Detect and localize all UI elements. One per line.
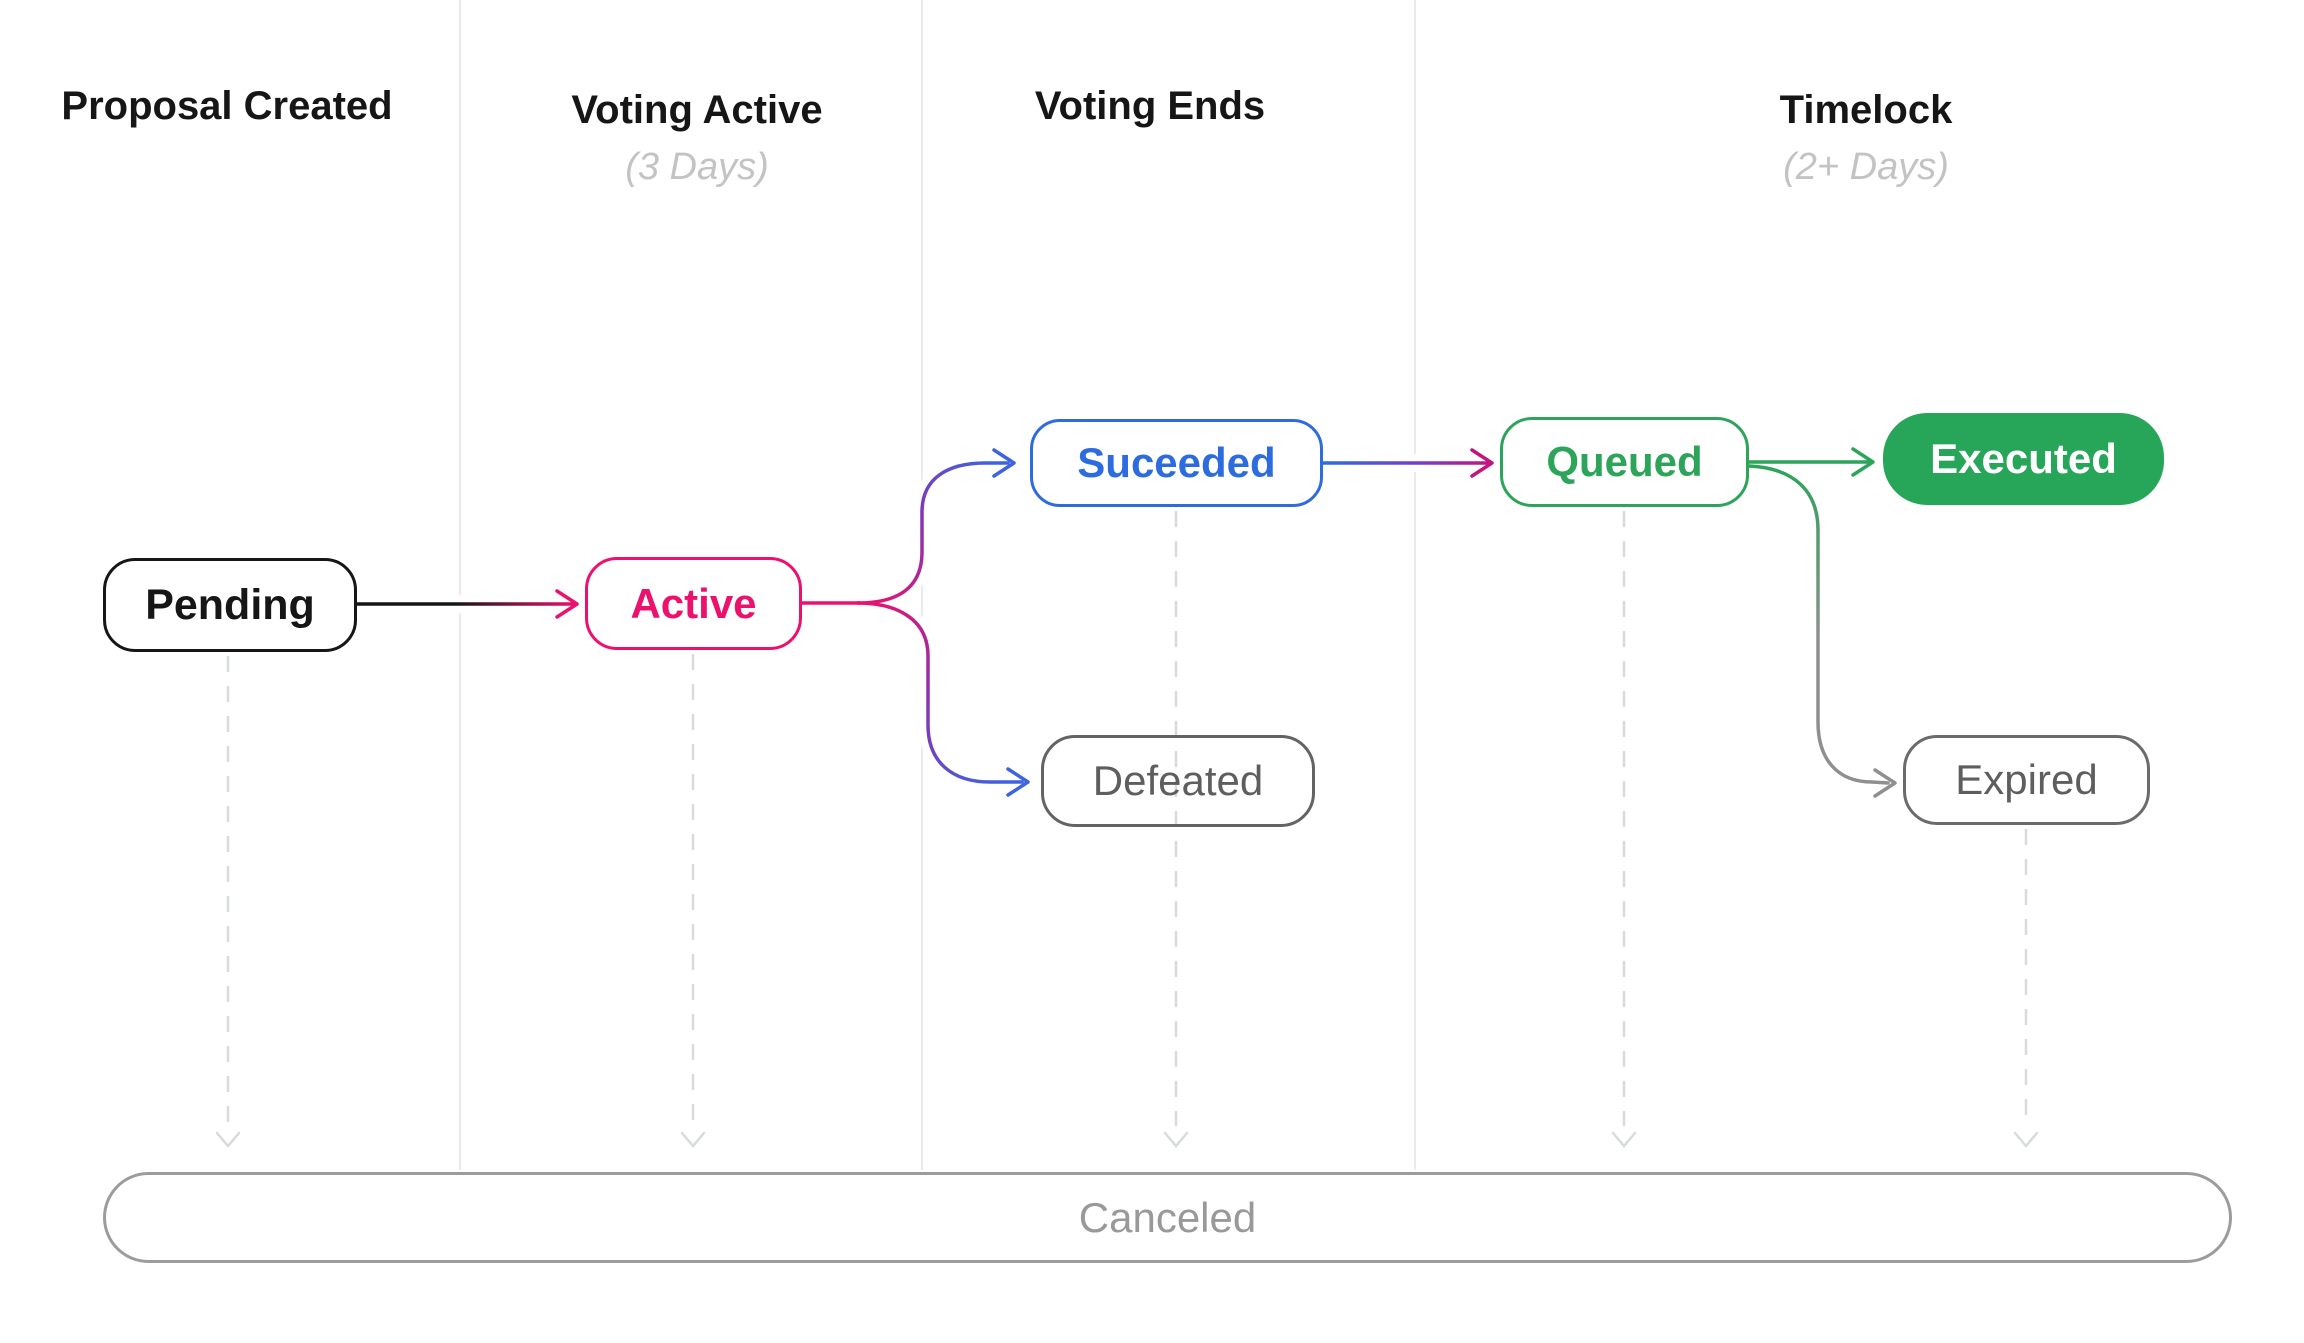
column-header-voting-ends: Voting Ends [1034,84,1266,128]
state-node-queued: Queued [1500,417,1749,507]
state-node-canceled: Canceled [103,1172,2232,1263]
cancel-dashed-arrowhead-icons [215,1131,2039,1148]
column-subtitle-timelock: (2+ Days) [1783,146,1949,188]
column-header-voting-active: Voting Active [571,88,823,132]
state-node-active: Active [585,557,802,650]
state-node-pending: Pending [103,558,357,652]
arrow-pending-to-active [355,589,579,619]
arrow-queued-to-expired [1747,464,1897,798]
column-header-timelock: Timelock [1779,88,1953,132]
column-header-proposal-created: Proposal Created [61,84,393,128]
arrow-succeeded-to-queued [1321,448,1494,478]
cancel-dashed-lines [226,511,2028,1126]
arrow-active-to-succeeded [856,461,1010,605]
column-subtitle-voting-active: (3 Days) [625,146,769,188]
arrow-queued-to-executed [1747,447,1875,477]
state-node-expired: Expired [1903,735,2150,825]
state-node-executed: Executed [1883,413,2164,505]
arrow-active-branch [800,448,1030,797]
state-node-succeeded: Suceeded [1030,419,1323,507]
state-node-defeated: Defeated [1041,735,1315,827]
arrow-active-to-defeated [856,601,1024,784]
